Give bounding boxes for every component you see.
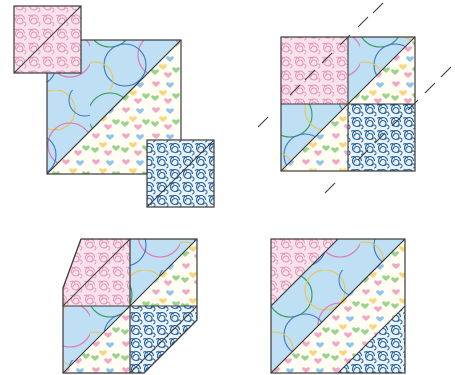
step-2-stitch-marks — [258, 3, 451, 193]
navy-swirl-square — [348, 104, 415, 171]
navy-swirl-square — [147, 140, 214, 207]
step-3-trimmed-corners — [63, 239, 197, 373]
step-4-finished-block — [271, 239, 405, 373]
step-1-layout — [14, 6, 214, 207]
pink-swirl-square — [14, 6, 81, 73]
